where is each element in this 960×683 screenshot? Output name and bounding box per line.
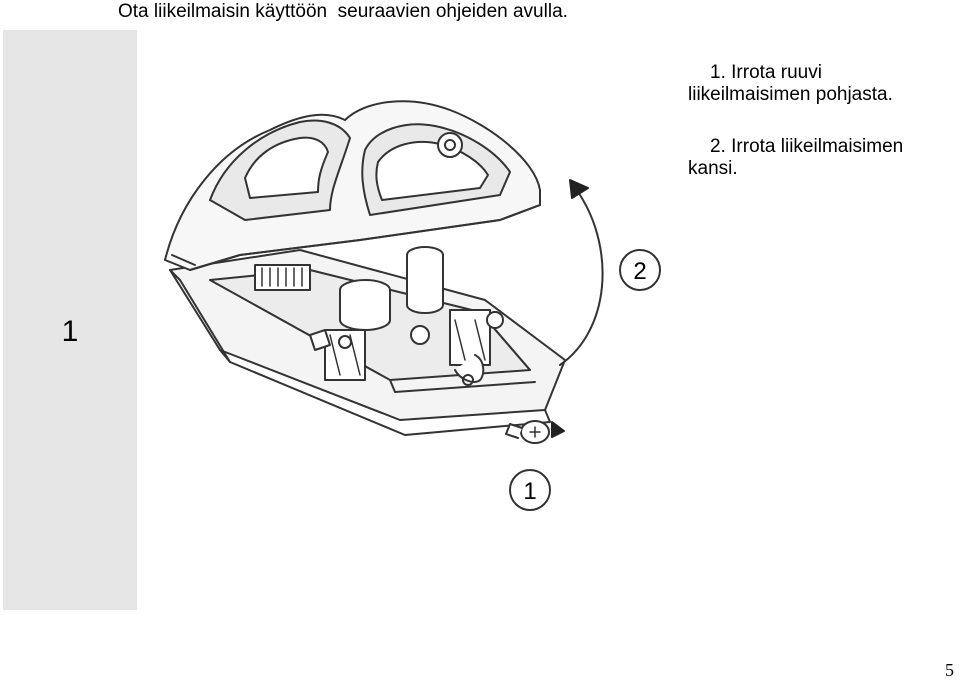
circuit-board xyxy=(254,132,504,386)
step-number: 1 xyxy=(61,315,79,348)
curved-arrow-icon xyxy=(559,179,604,366)
instruction-1-line1: Irrota ruuvi xyxy=(731,62,822,83)
screw-icon xyxy=(505,420,565,444)
callout-2: 2 xyxy=(619,249,661,291)
instruction-2-line2: kansi. xyxy=(688,158,738,179)
instruction-1-number: 1. xyxy=(710,62,726,83)
instruction-2-line1: Irrota liikeilmaisimen xyxy=(731,136,904,157)
instruction-1: 1. Irrota ruuvi liikeilmaisimen pohjasta… xyxy=(688,62,948,106)
callout-1-label: 1 xyxy=(523,478,536,505)
motion-sensor-illustration: 1 2 xyxy=(164,100,661,511)
sensor-cover xyxy=(164,100,541,271)
callout-1: 1 xyxy=(509,469,551,511)
instruction-2: 2. Irrota liikeilmaisimen kansi. xyxy=(688,136,948,180)
page-number: 5 xyxy=(945,660,954,680)
callout-2-label: 2 xyxy=(633,258,646,285)
sensor-base xyxy=(169,249,566,436)
intro-text: Ota liikeilmaisin käyttöön seuraavien oh… xyxy=(118,1,568,22)
instruction-2-number: 2. xyxy=(710,136,726,157)
step-column: 1 xyxy=(3,30,137,610)
instruction-1-line2: liikeilmaisimen pohjasta. xyxy=(688,84,893,105)
